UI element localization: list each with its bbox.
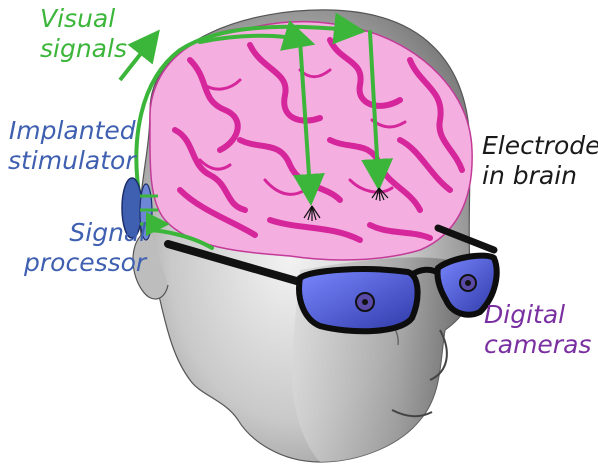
visual-signals-line-1: Visual bbox=[40, 4, 127, 34]
signal-processor-label: Signal processor bbox=[24, 218, 146, 278]
visual-signals-label: Visual signals bbox=[40, 4, 127, 64]
signal-processor-line-2: processor bbox=[24, 248, 146, 278]
implanted-stimulator-line-1: Implanted bbox=[8, 116, 136, 146]
digital-cameras-line-2: cameras bbox=[484, 330, 591, 360]
implanted-stimulator-label: Implanted stimulator bbox=[8, 116, 136, 176]
digital-cameras-line-1: Digital bbox=[484, 300, 591, 330]
electrodes-line-1: Electrodes bbox=[482, 131, 598, 161]
electrodes-in-brain-label: Electrodes in brain bbox=[482, 131, 598, 191]
visual-signals-line-2: signals bbox=[40, 34, 127, 64]
electrodes-line-2: in brain bbox=[482, 161, 598, 191]
digital-cameras-label: Digital cameras bbox=[484, 300, 591, 360]
signal-processor-line-1: Signal bbox=[24, 218, 146, 248]
implanted-stimulator-line-2: stimulator bbox=[8, 146, 136, 176]
